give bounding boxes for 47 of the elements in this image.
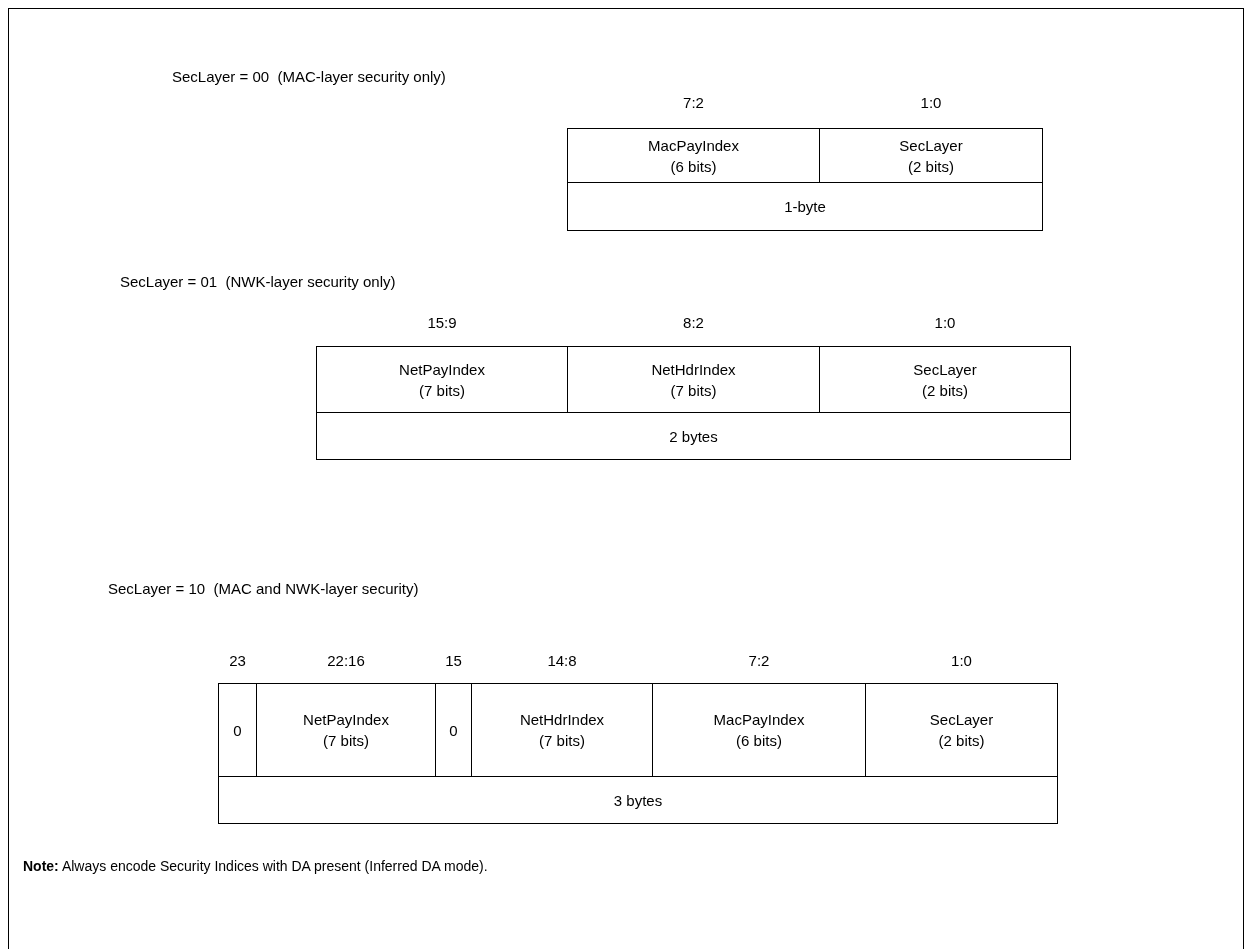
field-cell bbox=[865, 683, 1058, 777]
field-size: (6 bits) bbox=[670, 156, 717, 177]
bit-range: 15:9 bbox=[427, 313, 457, 333]
field-name: NetPayIndex bbox=[303, 710, 389, 730]
field-size: (7 bits) bbox=[670, 380, 717, 401]
bit-range: 1:0 bbox=[920, 93, 942, 113]
bit-range: 22:16 bbox=[327, 651, 365, 671]
bit-range: 15 bbox=[445, 651, 462, 671]
field-cell bbox=[567, 182, 1043, 231]
field-cell bbox=[567, 128, 820, 183]
field-name: MacPayIndex bbox=[648, 135, 739, 156]
field-name: 1-byte bbox=[784, 197, 826, 217]
bit-range: 8:2 bbox=[683, 313, 704, 333]
field-size: (7 bits) bbox=[539, 731, 585, 751]
field-size: (2 bits) bbox=[908, 156, 954, 177]
field-name: 0 bbox=[233, 720, 242, 741]
bit-range: 14:8 bbox=[547, 651, 577, 671]
field-size: (6 bits) bbox=[736, 731, 782, 751]
note-text: Note: Always encode Security Indices with DA present (Inferred DA mode). bbox=[23, 857, 488, 876]
bit-range: 23 bbox=[229, 651, 246, 671]
field-name: 2 bytes bbox=[669, 426, 718, 447]
field-name: 0 bbox=[449, 720, 458, 741]
bit-range: 7:2 bbox=[748, 651, 770, 671]
field-size: (2 bits) bbox=[938, 731, 985, 751]
field-cell bbox=[819, 346, 1071, 413]
field-size: (7 bits) bbox=[323, 731, 369, 751]
bit-range: 1:0 bbox=[934, 313, 956, 333]
field-name: NetHdrIndex bbox=[519, 710, 605, 730]
field-size: (2 bits) bbox=[922, 380, 968, 401]
field-cell bbox=[316, 346, 568, 413]
field-name: SecLayer bbox=[913, 359, 977, 380]
bit-range: 1:0 bbox=[951, 651, 972, 671]
section-heading: SecLayer = 00 (MAC-layer security only) bbox=[172, 67, 446, 87]
section-heading: SecLayer = 01 (NWK-layer security only) bbox=[120, 272, 396, 292]
bit-range: 7:2 bbox=[683, 93, 704, 113]
field-name: MacPayIndex bbox=[713, 710, 805, 730]
field-name: 3 bytes bbox=[613, 790, 663, 811]
field-cell bbox=[316, 412, 1071, 460]
field-cell bbox=[819, 128, 1043, 183]
field-cell bbox=[218, 776, 1058, 824]
field-name: NetHdrIndex bbox=[651, 359, 736, 380]
field-name: SecLayer bbox=[899, 135, 963, 156]
section-heading: SecLayer = 10 (MAC and NWK-layer security) bbox=[108, 579, 419, 599]
field-name: NetPayIndex bbox=[399, 359, 485, 380]
field-name: SecLayer bbox=[929, 710, 994, 730]
field-cell bbox=[218, 683, 257, 777]
field-size: (7 bits) bbox=[419, 380, 465, 401]
